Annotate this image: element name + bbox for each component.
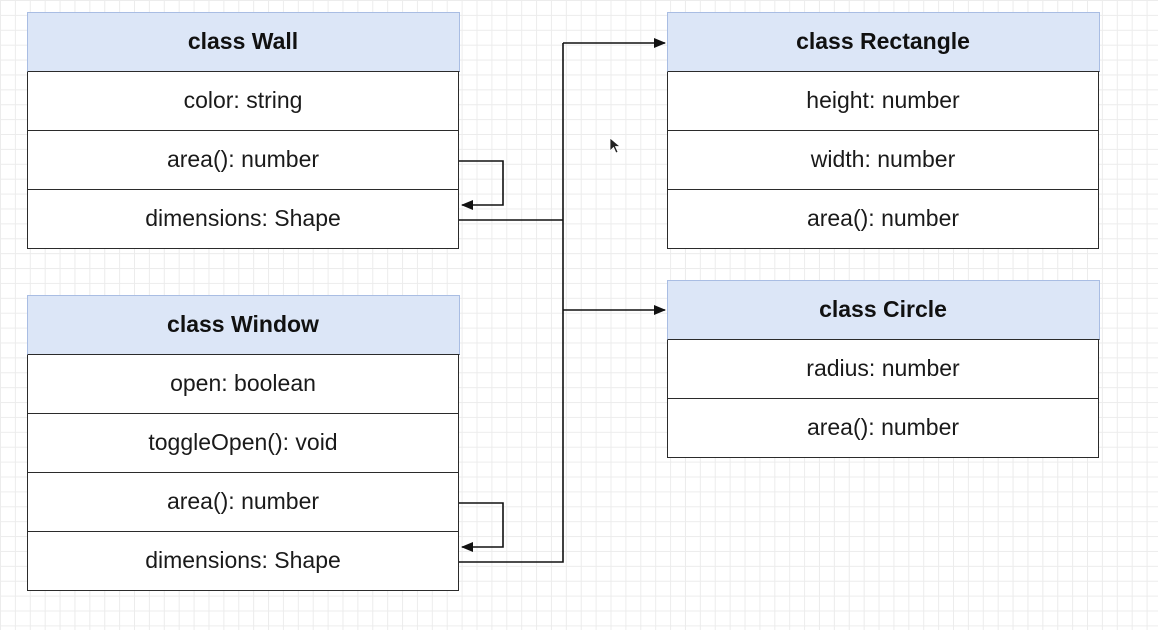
class-rectangle-title: class Rectangle <box>666 11 1100 72</box>
wall-area-self-arrow <box>459 160 504 210</box>
mouse-pointer-icon <box>609 137 621 154</box>
class-wall-member-color: color: string <box>183 87 303 113</box>
class-window-member-open: open: boolean <box>170 370 316 396</box>
window-dimensions-connector <box>459 43 564 563</box>
class-rectangle-member-area: area(): number <box>668 188 1098 248</box>
class-window[interactable]: class Window open: boolean toggleOpen():… <box>26 294 460 591</box>
class-wall-member-area: area(): number <box>28 129 458 189</box>
class-window-member-area: area(): number <box>28 471 458 531</box>
class-wall-member-dimensions: dimensions: Shape <box>28 188 458 248</box>
class-rectangle-member-width: width: number <box>668 129 1098 189</box>
class-window-member-toggle-open: toggleOpen(): void <box>28 412 458 472</box>
class-circle-member-area: area(): number <box>668 397 1098 457</box>
class-wall[interactable]: class Wall color: string area(): number … <box>26 11 460 249</box>
class-rectangle[interactable]: class Rectangle height: number width: nu… <box>666 11 1100 249</box>
class-wall-title: class Wall <box>26 11 460 72</box>
class-circle-title: class Circle <box>666 279 1100 340</box>
class-rectangle-member-height: height: number <box>806 87 960 113</box>
window-area-self-arrow <box>459 502 504 552</box>
class-circle[interactable]: class Circle radius: number area(): numb… <box>666 279 1100 458</box>
class-window-member-dimensions: dimensions: Shape <box>28 530 458 590</box>
class-window-title: class Window <box>26 294 460 355</box>
class-circle-member-radius: radius: number <box>806 355 960 381</box>
